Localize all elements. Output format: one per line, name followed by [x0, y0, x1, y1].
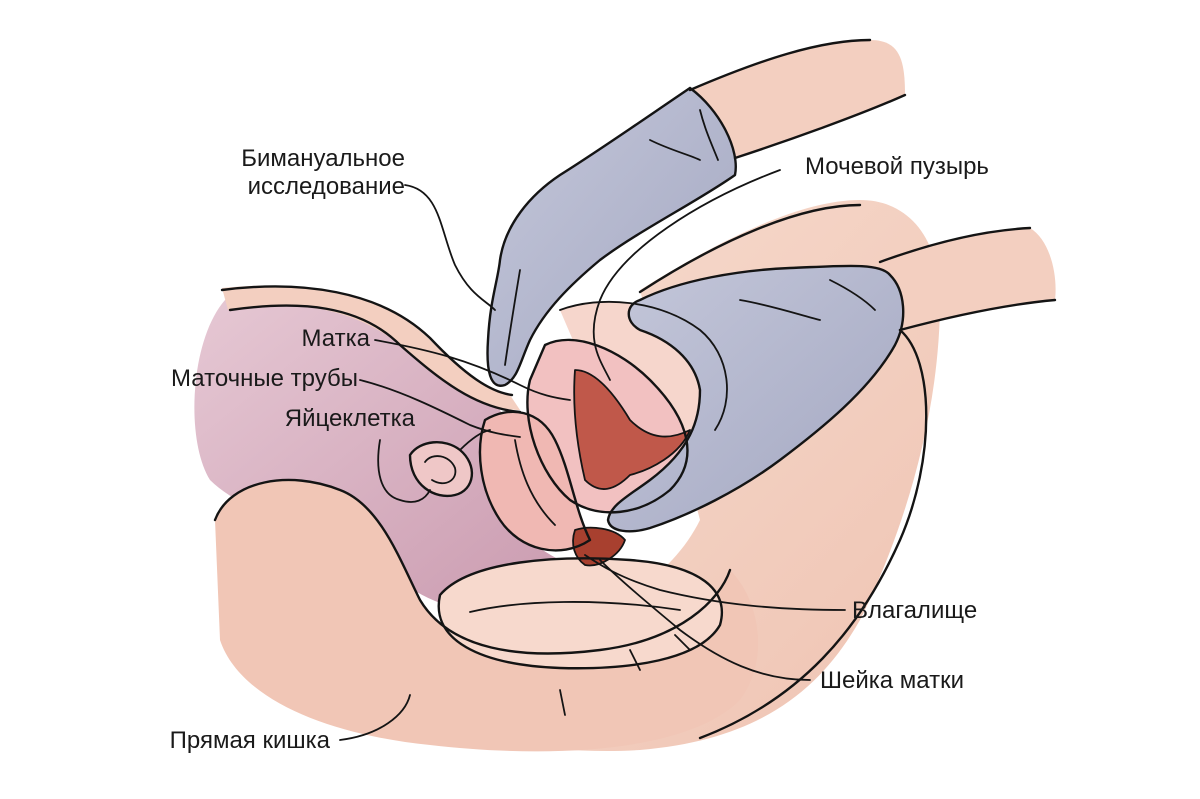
- label-rectum: Прямая кишка: [169, 727, 330, 754]
- glove-upper: [487, 88, 736, 386]
- ovary-shape: [410, 442, 472, 496]
- label-bladder: Мочевой пузырь: [805, 153, 989, 180]
- leader-bladder: [592, 169, 781, 381]
- label-tubes: Маточные трубы: [171, 365, 358, 392]
- leader-cervix: [599, 559, 811, 681]
- label-vagina: Влагалище: [852, 597, 978, 624]
- leader-vagina: [584, 554, 846, 611]
- label-uterus: Матка: [301, 325, 370, 352]
- label-egg: Яйцеклетка: [284, 405, 415, 432]
- abdominal-wall: [222, 285, 520, 410]
- leader-tubes: [359, 379, 521, 438]
- rectum-inner: [438, 558, 722, 669]
- leader-rectum: [339, 694, 411, 741]
- pelvic-cavity: [194, 295, 594, 617]
- leader-lines: [339, 169, 846, 741]
- vaginal-canal: [480, 411, 590, 551]
- glove-right: [608, 265, 904, 532]
- label-cervix: Шейка матки: [820, 667, 965, 694]
- leader-egg: [377, 439, 431, 503]
- label-bimanual: Бимануальное исследование: [241, 145, 405, 200]
- leader-bimanual: [404, 184, 496, 311]
- rectum-body: [215, 480, 759, 752]
- uterus-cavity: [574, 370, 690, 490]
- leader-uterus: [374, 339, 571, 401]
